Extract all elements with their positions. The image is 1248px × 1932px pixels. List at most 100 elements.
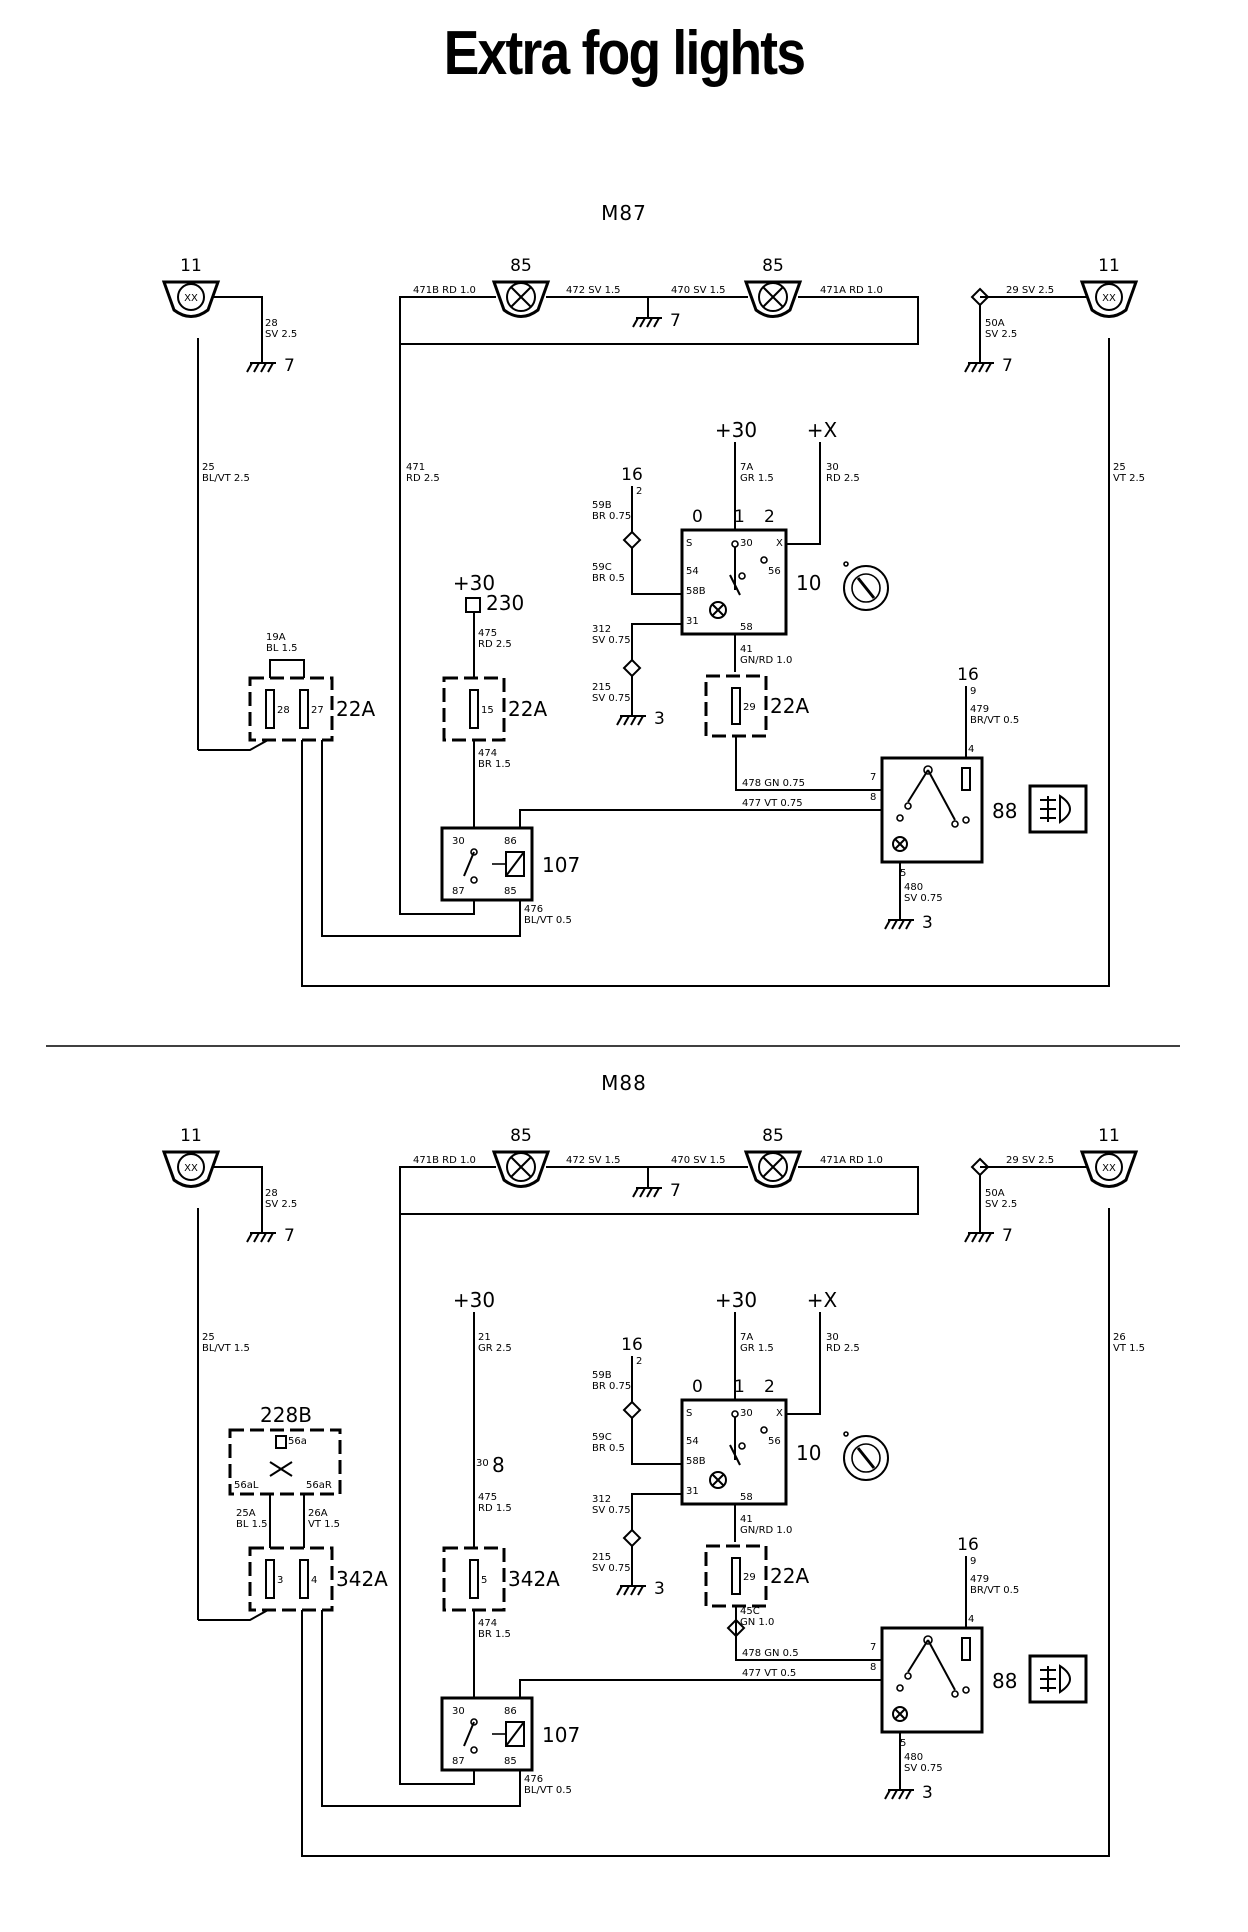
wire-label: BR 0.5 [592, 1443, 625, 1454]
component-number: 107 [542, 853, 580, 877]
wire-label: BL 1.5 [236, 1519, 268, 1530]
wire-label: BR 0.5 [592, 573, 625, 584]
wire-label: 471 [406, 462, 425, 473]
terminal-label: 30 [476, 1458, 489, 1469]
wire-label: 29 SV 2.5 [1006, 1155, 1054, 1166]
wire-label: SV 2.5 [265, 1199, 297, 1210]
fuse-number: 15 [481, 705, 494, 716]
connector-diamond [622, 658, 642, 678]
ground-number: 7 [284, 1226, 295, 1246]
wire-label: 472 SV 1.5 [566, 285, 621, 296]
wire-label: RD 2.5 [826, 473, 860, 484]
component-number: 11 [1098, 1126, 1120, 1146]
component-number: 85 [510, 256, 532, 276]
component-number: 228B [260, 1403, 312, 1427]
terminal-label: S [686, 1408, 692, 1419]
ground-symbol: 3 [884, 1783, 933, 1803]
ground-number: 7 [284, 356, 295, 376]
wire-label: BR/VT 0.5 [970, 715, 1019, 726]
supply-label: 230 [486, 591, 524, 615]
terminal-label: 54 [686, 566, 699, 577]
wire-label: 475 [478, 628, 497, 639]
connector-diamond [622, 530, 642, 550]
wire-label: 28 [265, 1188, 278, 1199]
ground-number: 7 [1002, 1226, 1013, 1246]
wire-label: 471B RD 1.0 [413, 1155, 476, 1166]
component-number: 10 [796, 1441, 821, 1465]
fuse-number: 3 [277, 1575, 283, 1586]
fuse-number: 5 [481, 1575, 487, 1586]
wire-label: BL/VT 1.5 [202, 1343, 250, 1354]
wire-label: 480 [904, 882, 923, 893]
terminal-label: 58B [686, 586, 706, 597]
fuse-number: 29 [743, 1572, 756, 1583]
key-position-symbol [843, 561, 889, 611]
terminal-label: 54 [686, 1436, 699, 1447]
wire-label: GR 2.5 [478, 1343, 512, 1354]
key-position-symbol [843, 1431, 889, 1481]
ground-number: 3 [922, 913, 933, 933]
wire-label: 7A [740, 1332, 753, 1343]
terminal-label: 4 [968, 1614, 974, 1625]
component-number: 107 [542, 1723, 580, 1747]
wire-label: BR 0.75 [592, 511, 631, 522]
ground-symbol: 7 [246, 356, 295, 376]
wire-label: BL/VT 2.5 [202, 473, 250, 484]
ground-number: 7 [670, 1181, 681, 1201]
terminal-label: 5 [900, 868, 906, 879]
wire-label: 25 [202, 462, 215, 473]
ground-number: 7 [670, 311, 681, 331]
terminal-label: 2 [636, 486, 642, 497]
wire-label: 476 [524, 1774, 543, 1785]
terminal-label: 8 [870, 792, 876, 803]
wire-label: 474 [478, 748, 497, 759]
ground-number: 3 [654, 709, 665, 729]
wire-label: BL/VT 0.5 [524, 1785, 572, 1796]
fog-lamp: 85 [743, 1126, 803, 1188]
terminal-label: X [776, 1408, 783, 1419]
wire-label: VT 1.5 [1113, 1343, 1145, 1354]
section-heading: M87 [601, 201, 647, 225]
terminal-label: 86 [504, 836, 517, 847]
ground-symbol: 7 [632, 311, 681, 331]
wire-label: SV 2.5 [985, 1199, 1017, 1210]
wire-label: 59C [592, 1432, 612, 1443]
ground-number: 3 [654, 1579, 665, 1599]
fuse-number: 27 [311, 705, 324, 716]
wire-label: RD 2.5 [826, 1343, 860, 1354]
terminal-label: 56aR [306, 1480, 332, 1491]
terminal-label: 30 [452, 836, 465, 847]
wire-label: 25A [236, 1508, 256, 1519]
supply-label: +30 [453, 571, 495, 595]
wire-label: 475 [478, 1492, 497, 1503]
wire-label: BR 1.5 [478, 759, 511, 770]
component-number: 10 [796, 571, 821, 595]
terminal-label: 8 [870, 1662, 876, 1673]
terminal-label: 16 [957, 1535, 979, 1555]
wire-label: 472 SV 1.5 [566, 1155, 621, 1166]
terminal-label: 86 [504, 1706, 517, 1717]
switch-position: 2 [764, 507, 775, 527]
wire-label: SV 0.75 [592, 693, 631, 704]
fuse-box-label: 22A [770, 694, 809, 718]
wire-label: 19A [266, 632, 286, 643]
ground-symbol: 3 [616, 1579, 665, 1599]
ground-symbol: 7 [964, 1226, 1013, 1246]
wire-label: 479 [970, 1574, 989, 1585]
wire-label: 476 [524, 904, 543, 915]
wire-label: SV 2.5 [265, 329, 297, 340]
wire-label: SV 0.75 [592, 1563, 631, 1574]
wire-label: 59B [592, 1370, 612, 1381]
connector-diamond [622, 1528, 642, 1548]
wire-label: 477 VT 0.75 [742, 798, 803, 809]
ground-symbol: 3 [884, 913, 933, 933]
